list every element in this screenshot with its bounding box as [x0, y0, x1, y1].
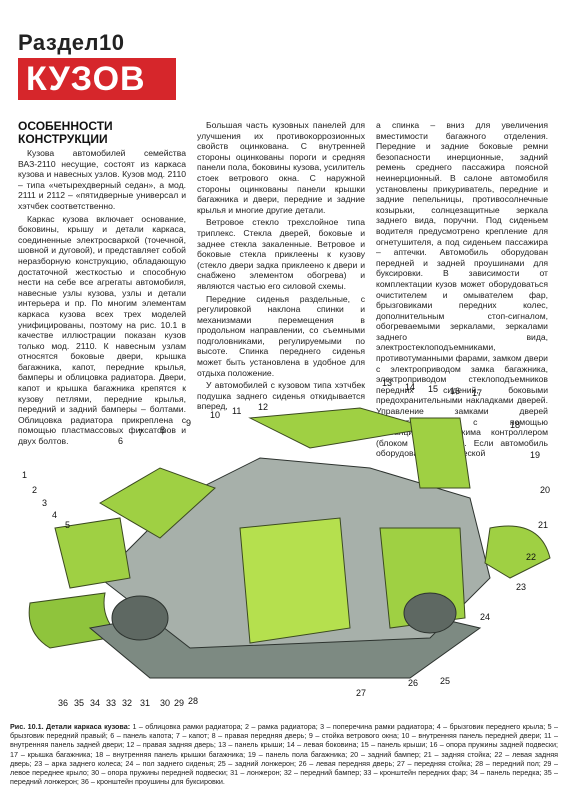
callout-number: 14 [405, 382, 415, 392]
section-title: КУЗОВ [18, 58, 176, 100]
callout-number: 27 [356, 688, 366, 698]
front-door [239, 517, 351, 644]
callout-number: 2 [32, 485, 37, 495]
callout-number: 11 [232, 406, 241, 416]
callout-number: 36 [58, 698, 68, 708]
trunk-lid [409, 417, 471, 489]
caption-text: 1 – облицовка рамки радиатора; 2 – рамка… [10, 722, 558, 787]
callout-number: 32 [122, 698, 132, 708]
paragraph: Передние сиденья раздельные, с регулиров… [197, 293, 365, 378]
callout-number: 7 [138, 428, 143, 438]
text-column-3: а спинка – вниз для увеличения вместимос… [376, 120, 548, 461]
callout-number: 3 [42, 498, 47, 508]
paragraph: Кузова автомобилей семейства ВАЗ-2110 не… [18, 148, 186, 211]
callout-number: 20 [540, 485, 550, 495]
caption-label: Рис. 10.1. Детали каркаса кузова: [10, 722, 131, 731]
text-column-2: Большая часть кузовных панелей для улучш… [197, 120, 365, 414]
paragraph: Ветровое стекло трехслойное типа триплек… [197, 217, 365, 291]
callout-number: 10 [210, 410, 220, 420]
callout-number: 19 [530, 450, 540, 460]
section-header: Раздел10 [18, 30, 124, 56]
callout-number: 25 [440, 676, 450, 686]
callout-number: 24 [480, 612, 490, 622]
paragraph: Каркас кузова включает основание, бокови… [18, 213, 186, 447]
rear-bumper [484, 525, 551, 579]
callout-number: 1 [22, 470, 27, 480]
callout-number: 30 [160, 698, 170, 708]
callout-number: 17 [472, 388, 482, 398]
callout-number: 31 [140, 698, 150, 708]
paragraph: Большая часть кузовных панелей для улучш… [197, 120, 365, 215]
callout-number: 4 [52, 510, 57, 520]
callout-number: 29 [174, 698, 184, 708]
rear-wheel-arch [403, 592, 457, 634]
callout-number: 33 [106, 698, 116, 708]
callout-number: 18 [510, 420, 520, 430]
callout-number: 21 [538, 520, 548, 530]
callout-number: 26 [408, 678, 418, 688]
text-column-1: ОСОБЕННОСТИ КОНСТРУКЦИИ Кузова автомобил… [18, 120, 186, 449]
paragraph: а спинка – вниз для увеличения вместимос… [376, 120, 548, 459]
callout-number: 13 [382, 378, 392, 388]
hood [99, 467, 216, 539]
callout-number: 6 [118, 436, 123, 446]
callout-number: 8 [160, 425, 165, 435]
callout-number: 5 [65, 520, 70, 530]
roof-panel [248, 407, 431, 449]
callout-number: 34 [90, 698, 100, 708]
front-fender [54, 517, 131, 589]
section-label: Раздел10 [18, 30, 125, 55]
callout-number: 16 [450, 386, 460, 396]
callout-number: 22 [526, 552, 536, 562]
callout-number: 15 [428, 384, 438, 394]
front-wheel-arch [111, 595, 169, 641]
figure-caption: Рис. 10.1. Детали каркаса кузова: 1 – об… [10, 722, 558, 786]
callout-number: 35 [74, 698, 84, 708]
article-heading: ОСОБЕННОСТИ КОНСТРУКЦИИ [18, 119, 113, 146]
callout-number: 9 [186, 418, 191, 428]
callout-number: 23 [516, 582, 526, 592]
callout-number: 12 [258, 402, 268, 412]
callout-number: 28 [188, 696, 198, 706]
paragraph: У автомобилей с кузовом типа хэтчбек под… [197, 380, 365, 412]
